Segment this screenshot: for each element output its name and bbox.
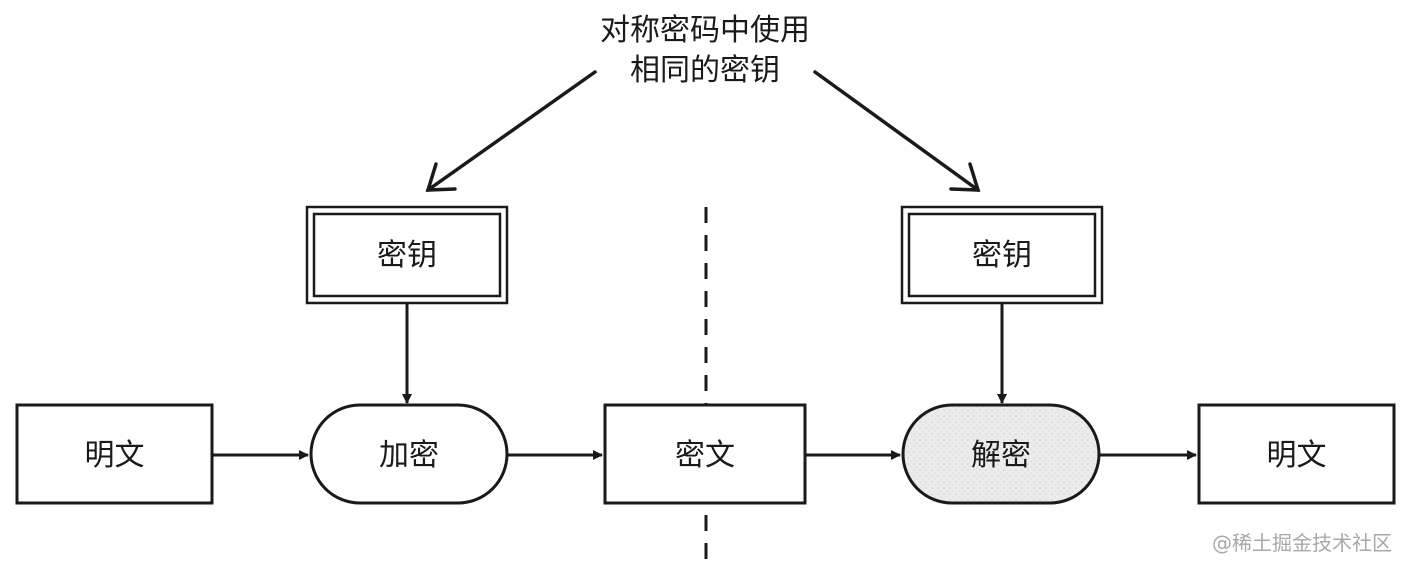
key-right-label: 密钥 <box>972 238 1032 273</box>
watermark-text: @稀土掘金技术社区 <box>1212 531 1392 555</box>
note-line-1: 对称密码中使用 <box>600 13 810 48</box>
note-arrow-left <box>425 70 597 192</box>
decrypt-label: 解密 <box>971 438 1031 473</box>
encrypt-process: 加密 <box>309 403 509 505</box>
key-left-label: 密钥 <box>377 238 437 273</box>
note-arrow-right <box>813 70 981 192</box>
key-box-right: 密钥 <box>900 205 1104 305</box>
plaintext-output-label: 明文 <box>1267 438 1327 473</box>
plaintext-output-box: 明文 <box>1197 403 1396 505</box>
note-line-2: 相同的密钥 <box>630 53 780 88</box>
ciphertext-label: 密文 <box>675 438 735 473</box>
plaintext-input-label: 明文 <box>85 438 145 473</box>
plaintext-input-box: 明文 <box>15 403 214 505</box>
ciphertext-box: 密文 <box>603 403 807 505</box>
decrypt-process: 解密 <box>901 403 1101 505</box>
encrypt-label: 加密 <box>379 438 439 473</box>
key-box-left: 密钥 <box>305 205 509 305</box>
